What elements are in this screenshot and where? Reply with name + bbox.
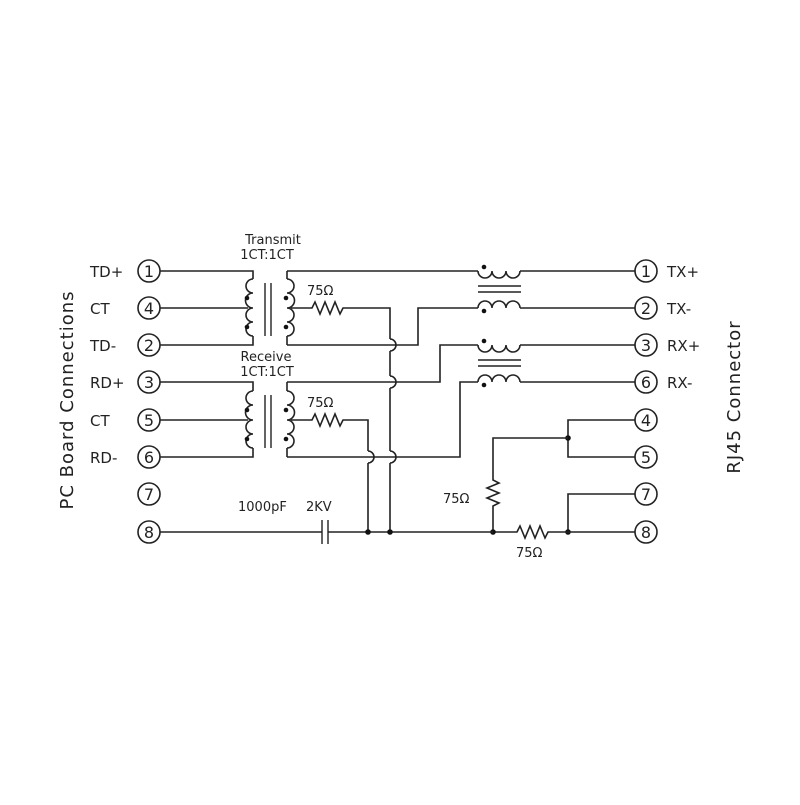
rx-common-mode-choke [477,338,635,388]
transmit-ratio: 1CT:1CT [240,248,294,263]
tx-ct-resistor: 75Ω [291,284,397,532]
left-pin-3: RD+ 3 [90,370,161,394]
right-pin-8: 8 [634,520,658,544]
svg-text:7: 7 [641,485,651,504]
left-pin-2: TD- 2 [89,333,161,357]
right-pin-4: 4 [634,408,658,432]
svg-text:2: 2 [641,299,651,318]
pair-78-termination: 75Ω [490,493,635,561]
left-pin-8: 8 [137,520,161,544]
capacitor-rating: 2KV [306,500,332,515]
svg-text:TX+: TX+ [666,263,699,281]
pair-45-termination: 75Ω [443,419,635,532]
svg-text:5: 5 [641,448,651,467]
right-pin-2: 2 TX- [634,296,691,320]
svg-text:8: 8 [641,523,651,542]
svg-text:RX+: RX+ [667,337,700,355]
svg-text:75Ω: 75Ω [307,396,334,411]
svg-text:4: 4 [641,411,651,430]
svg-text:7: 7 [144,485,154,504]
left-pin-5: CT 5 [90,408,161,432]
right-pin-7: 7 [634,482,658,506]
svg-text:2: 2 [144,336,154,355]
svg-text:5: 5 [144,411,154,430]
right-title: RJ45 Connector [724,320,745,473]
right-pin-5: 5 [634,445,658,469]
left-pin-4: CT 4 [90,296,161,320]
svg-text:6: 6 [144,448,154,467]
svg-text:4: 4 [144,299,154,318]
receive-transformer: Receive 1CT:1CT [160,350,296,458]
right-pin-1: 1 TX+ [634,259,699,283]
svg-text:RX-: RX- [667,374,692,392]
pair-45-resistor-value: 75Ω [443,492,470,507]
chassis-capacitor: 1000pF 2KV [160,500,493,544]
svg-text:3: 3 [144,373,154,392]
capacitor-value: 1000pF [238,500,287,515]
svg-text:TX-: TX- [666,300,691,318]
svg-text:RD-: RD- [90,449,117,467]
svg-text:TD+: TD+ [89,263,123,281]
tx-common-mode-choke [477,264,635,314]
svg-text:1: 1 [641,262,651,281]
svg-text:8: 8 [144,523,154,542]
pair-78-resistor-value: 75Ω [516,546,543,561]
left-pin-6: RD- 6 [90,445,161,469]
transmit-label: Transmit [244,233,301,248]
receive-label: Receive [241,350,292,365]
rx-ct-resistor: 75Ω [291,396,375,532]
svg-text:1: 1 [144,262,154,281]
transmit-transformer: Transmit 1CT:1CT [160,233,301,346]
svg-text:3: 3 [641,336,651,355]
svg-text:75Ω: 75Ω [307,284,334,299]
svg-text:RD+: RD+ [90,374,125,392]
svg-text:6: 6 [641,373,651,392]
left-pin-7: 7 [137,482,161,506]
svg-text:TD-: TD- [89,337,116,355]
left-pin-1: TD+ 1 [89,259,161,283]
svg-text:CT: CT [90,412,110,430]
left-title: PC Board Connections [57,291,78,510]
right-pin-3: 3 RX+ [634,333,700,357]
svg-text:CT: CT [90,300,110,318]
right-pin-6: 6 RX- [634,370,692,394]
signal-wires [287,270,478,458]
receive-ratio: 1CT:1CT [240,365,294,380]
